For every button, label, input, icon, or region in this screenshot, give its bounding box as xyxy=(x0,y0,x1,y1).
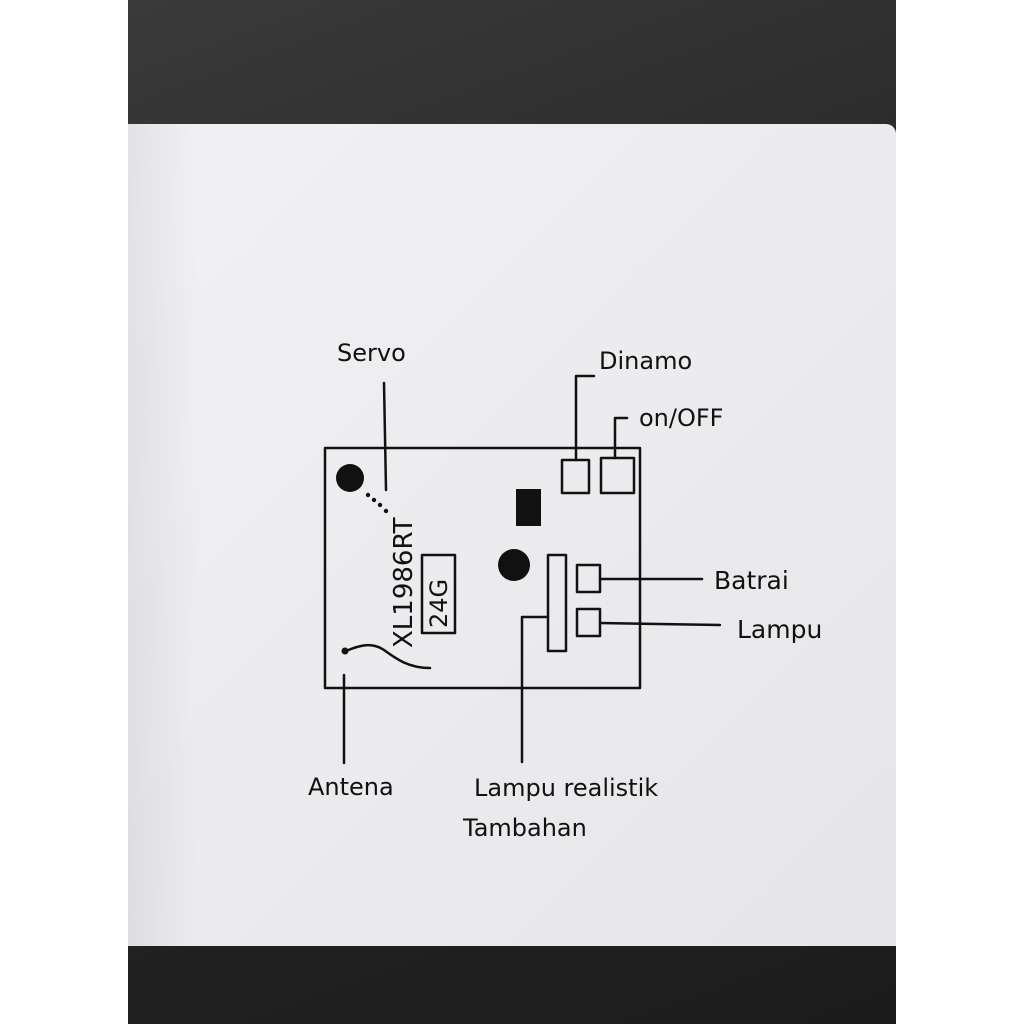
dinamo-connector xyxy=(562,460,589,493)
dinamo-label: Dinamo xyxy=(599,347,692,375)
servo-pad xyxy=(336,464,364,492)
antenna-solder-point xyxy=(342,648,349,655)
servo-label: Servo xyxy=(337,339,406,367)
lampu-leader-line xyxy=(600,623,720,625)
board-model-label: XL1986RT xyxy=(389,517,419,648)
servo-trace-dot xyxy=(378,503,382,507)
on-off-connector xyxy=(601,458,634,493)
servo-trace-dot xyxy=(384,509,388,513)
lampu-realistik-leader-line xyxy=(522,617,548,762)
servo-trace-dot xyxy=(372,498,376,502)
batrai-label: Batrai xyxy=(714,566,789,595)
lampu-connector xyxy=(577,609,600,636)
board-frequency-label: 24G xyxy=(425,579,453,628)
on-off-label: on/OFF xyxy=(639,404,723,432)
lampu-label: Lampu xyxy=(737,615,822,644)
tambahan-label: Tambahan xyxy=(462,814,587,842)
lampu-realistik-label: Lampu realistik xyxy=(474,774,658,802)
receiver-board-outline xyxy=(325,448,640,688)
servo-trace-dot xyxy=(366,493,370,497)
header-strip xyxy=(548,555,566,651)
ic-component xyxy=(516,489,541,526)
batrai-connector xyxy=(577,565,600,592)
antena-label: Antena xyxy=(308,773,394,801)
chip-pad xyxy=(498,549,530,581)
servo-leader-line xyxy=(384,383,386,490)
on-off-leader-line xyxy=(615,418,627,458)
